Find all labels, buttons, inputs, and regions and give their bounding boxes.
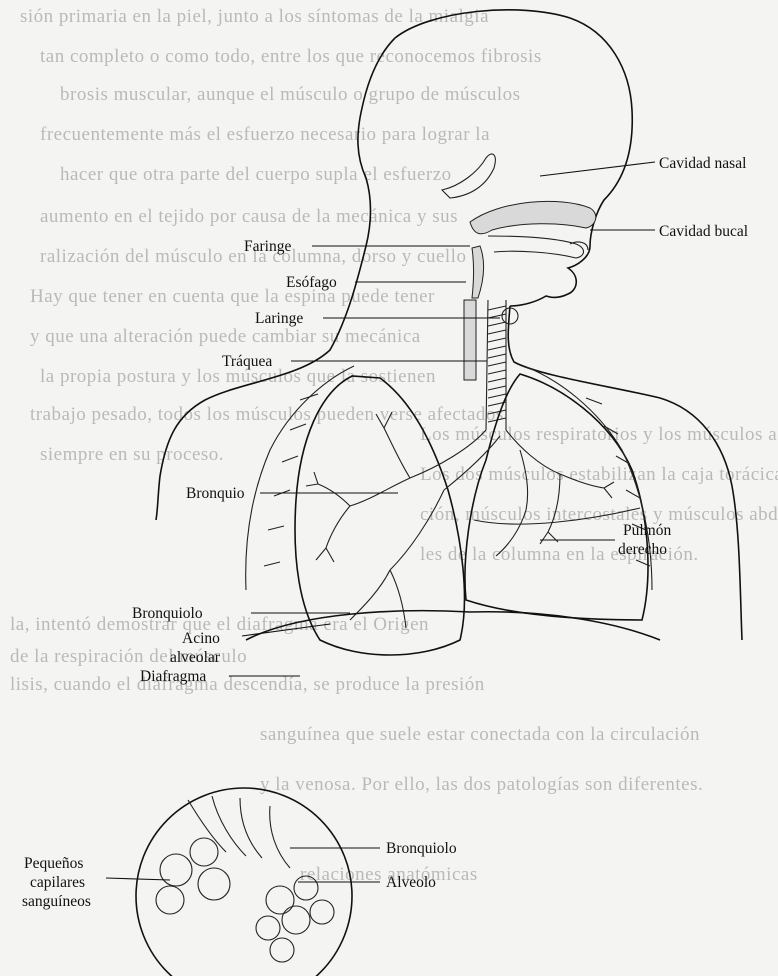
label-traquea: Tráquea [222, 353, 272, 370]
label-inset-bronquiolo: Bronquiolo [386, 840, 457, 857]
capillary-cluster [198, 868, 230, 900]
bg-line: Hay que tener en cuenta que la espina pu… [30, 286, 435, 307]
background-text: sión primaria en la piel, junto a los sí… [10, 6, 778, 885]
label-cavidad-nasal: Cavidad nasal [659, 155, 746, 172]
label-bronquio: Bronquio [186, 485, 245, 502]
bg-line: brosis muscular, aunque el músculo o gru… [60, 84, 521, 105]
label-sanguineos: sanguíneos [22, 893, 91, 910]
bg-line: siempre en su proceso. [40, 444, 224, 465]
capillary-cluster [156, 886, 184, 914]
bg-line: aumento en el tejido por causa de la mec… [40, 206, 458, 227]
bg-line: sión primaria en la piel, junto a los sí… [20, 6, 489, 27]
label-capilares: capilares [30, 874, 85, 891]
alveolus [256, 916, 280, 940]
capillary-cluster [190, 838, 218, 866]
label-diafragma: Diafragma [140, 668, 206, 685]
label-alveolo: Alveolo [386, 874, 436, 891]
bg-line: y la venosa. Por ello, las dos patología… [260, 774, 703, 795]
alveolus [270, 938, 294, 962]
bg-line: y que una alteración puede cambiar su me… [30, 326, 421, 347]
label-pequenos: Pequeños [24, 855, 83, 872]
capillary-cluster [160, 854, 192, 886]
alveolus [266, 886, 294, 914]
nasal-cavity [470, 201, 596, 233]
esophagus [464, 300, 476, 380]
bg-line: frecuentemente más el esfuerzo necesario… [40, 124, 490, 145]
head-cavities [470, 201, 596, 324]
label-cavidad-bucal: Cavidad bucal [659, 223, 748, 240]
bg-line: ción, músculos intercostales y músculos … [420, 504, 778, 525]
label-esofago: Esófago [286, 274, 337, 291]
label-faringe: Faringe [244, 238, 291, 255]
alveolus [282, 906, 310, 934]
bg-line: tan completo o como todo, entre los que … [40, 46, 542, 67]
bg-line: trabajo pesado, todos los músculos puede… [30, 404, 504, 425]
bg-line: sanguínea que suele estar conectada con … [260, 724, 700, 745]
label-pulmon: Pulmón [623, 522, 671, 539]
label-derecho: derecho [618, 541, 667, 558]
label-acino: Acino [182, 630, 220, 647]
label-laringe: Laringe [255, 310, 303, 327]
bg-line: lisis, cuando el diafragma descendía, se… [10, 674, 485, 695]
bg-line: hacer que otra parte del cuerpo supla el… [60, 164, 452, 185]
bg-line: Los dos músculos estabilizan la caja tor… [420, 464, 778, 485]
pharynx [472, 246, 484, 298]
alveolus [310, 900, 334, 924]
labels: Cavidad nasal Cavidad bucal Faringe Esóf… [22, 155, 748, 910]
label-bronquiolo: Bronquiolo [132, 605, 203, 622]
label-alveolar: alveolar [170, 649, 221, 666]
